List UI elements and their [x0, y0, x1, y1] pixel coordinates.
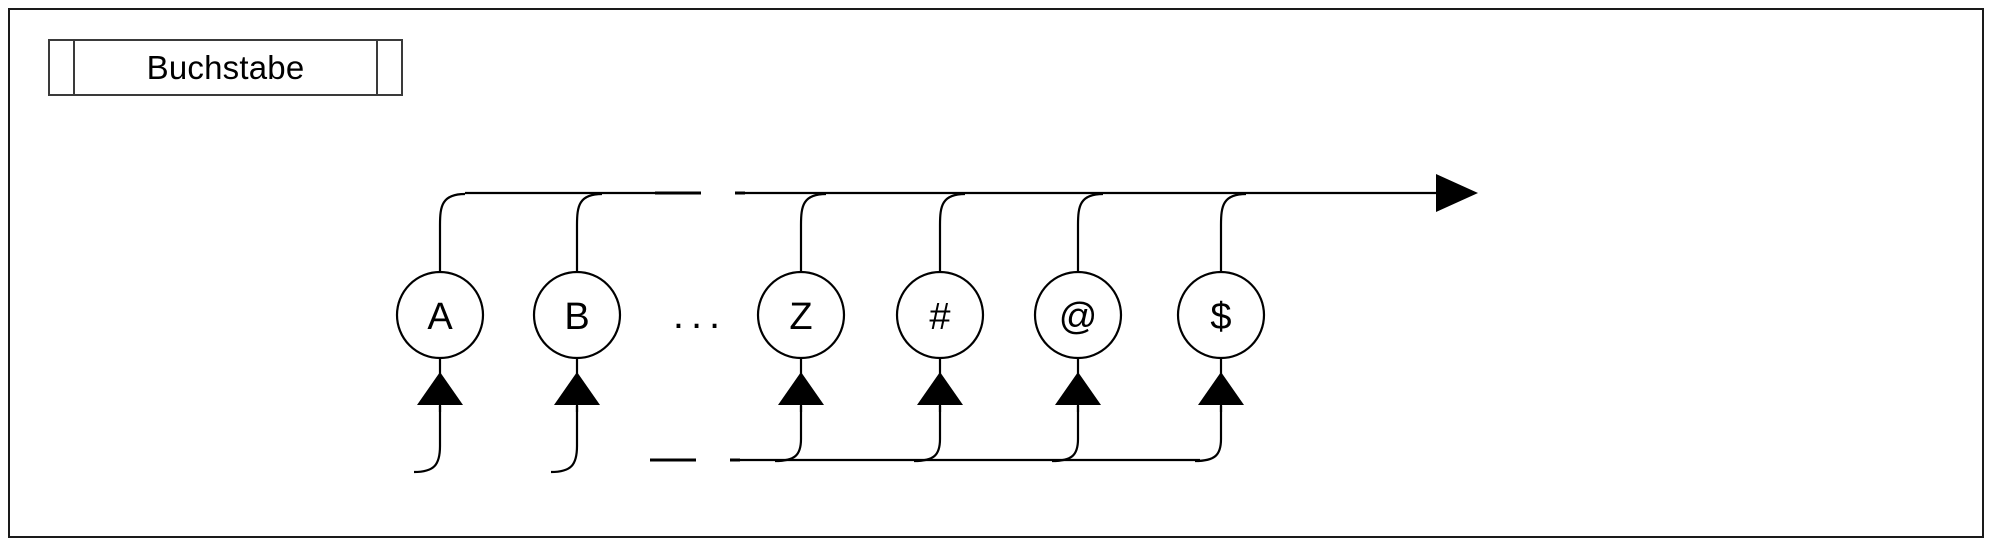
- alternative-branch-Z[interactable]: Z: [756, 192, 846, 463]
- rule-box-left-stub: [50, 41, 75, 94]
- terminal-node-B-circle[interactable]: [532, 270, 622, 360]
- terminal-node-dollar-label: $: [1210, 296, 1231, 338]
- terminal-node-Z-label: Z: [789, 296, 812, 338]
- branch-dollar-up-arrow-icon: [1198, 372, 1244, 405]
- branch-dollar-top-curve: [1219, 192, 1247, 272]
- terminal-node-A-circle[interactable]: [395, 270, 485, 360]
- exit-arrow-icon: [1436, 174, 1478, 212]
- alternative-branch-B[interactable]: B: [532, 192, 622, 474]
- branch-at-up-arrow-icon: [1055, 372, 1101, 405]
- rule-name-label: Buchstabe: [146, 49, 305, 86]
- terminal-node-A-label: A: [427, 296, 453, 338]
- terminal-node-hash-circle[interactable]: [895, 270, 985, 360]
- alternative-branch-A[interactable]: A: [395, 192, 485, 474]
- branch-hash-up-arrow-icon: [917, 372, 963, 405]
- alternative-branch-at[interactable]: @: [1033, 192, 1123, 463]
- branch-hash-bottom-curve: [913, 406, 942, 463]
- diagram-frame: Buchstabe A: [8, 8, 1984, 538]
- branch-at-top-curve: [1076, 192, 1104, 272]
- branch-Z-bottom-curve: [774, 406, 803, 463]
- branch-Z-top-curve: [799, 192, 827, 272]
- branch-hash-top-curve: [938, 192, 966, 272]
- alternatives-ellipsis-label: ...: [673, 293, 727, 337]
- branch-B-top-curve: [575, 192, 603, 272]
- branch-A-bottom-curve: [413, 406, 442, 474]
- terminal-node-hash-label: #: [929, 296, 950, 338]
- branch-A-top-curve: [438, 192, 466, 272]
- branch-Z-up-arrow-icon: [778, 372, 824, 405]
- branch-dollar-bottom-curve: [1194, 406, 1223, 463]
- terminal-node-at-label: @: [1059, 296, 1098, 338]
- alternative-branch-dollar[interactable]: $: [1176, 192, 1266, 463]
- rule-box-right-stub: [376, 41, 401, 94]
- branch-B-bottom-curve: [550, 406, 579, 474]
- rule-name-box[interactable]: Buchstabe: [48, 39, 403, 96]
- terminal-node-at-circle[interactable]: [1033, 270, 1123, 360]
- branch-B-up-arrow-icon: [554, 372, 600, 405]
- terminal-node-dollar-circle[interactable]: [1176, 270, 1266, 360]
- terminal-node-B-label: B: [564, 296, 589, 338]
- terminal-node-Z-circle[interactable]: [756, 270, 846, 360]
- branch-at-bottom-curve: [1051, 406, 1080, 463]
- branch-A-up-arrow-icon: [417, 372, 463, 405]
- alternative-branch-hash[interactable]: #: [895, 192, 985, 463]
